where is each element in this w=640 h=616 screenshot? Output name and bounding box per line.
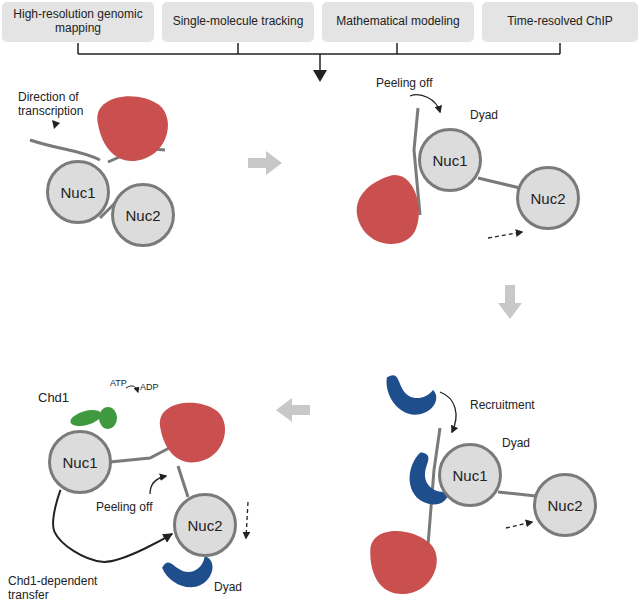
node-text: Nuc2 <box>530 190 565 207</box>
direction-label: Direction of transcription <box>18 90 128 119</box>
nucleosome: Nuc1 <box>46 160 110 224</box>
nucleosome: Nuc1 <box>418 128 482 192</box>
node-text: Nuc1 <box>60 184 95 201</box>
process-label: Peeling off <box>96 500 153 514</box>
dyad-label: Dyad <box>502 436 530 450</box>
nucleosome: Nuc2 <box>111 183 175 247</box>
protein-label: Chd1 <box>38 390 69 406</box>
node-text: High-resolution genomic mapping <box>8 8 148 36</box>
step-arrow <box>276 398 310 422</box>
transfer-arrow <box>53 490 172 562</box>
nucleosome: Nuc2 <box>173 493 237 557</box>
dyad-label: Dyad <box>214 580 242 594</box>
atp-label: ATP <box>110 378 127 389</box>
nucleosome: Nuc2 <box>516 166 580 230</box>
method-box: Single-molecule tracking <box>162 2 314 42</box>
merge-bracket <box>78 43 560 72</box>
node-text: Nuc2 <box>547 497 582 514</box>
panel-3 <box>363 360 536 599</box>
process-label: Peeling off <box>376 76 433 90</box>
step-arrow <box>498 285 522 319</box>
method-box: High-resolution genomic mapping <box>2 2 154 42</box>
node-text: Nuc1 <box>62 454 97 471</box>
method-box: Mathematical modeling <box>322 2 474 42</box>
panel-4 <box>69 386 248 596</box>
node-text: Nuc1 <box>452 467 487 484</box>
node-text: Single-molecule tracking <box>173 15 304 29</box>
dyad-label: Dyad <box>470 108 498 122</box>
adp-label: ADP <box>140 382 159 393</box>
node-text: Nuc2 <box>187 517 222 534</box>
arrow-head <box>313 70 327 82</box>
step-arrow <box>248 151 282 175</box>
nucleosome: Nuc2 <box>533 473 597 537</box>
node-text: Mathematical modeling <box>336 15 459 29</box>
node-text: Time-resolved ChIP <box>507 15 613 29</box>
node-text: Nuc1 <box>432 152 467 169</box>
nucleosome: Nuc1 <box>48 430 112 494</box>
process-label: Chd1-dependent transfer <box>8 574 120 603</box>
method-box: Time-resolved ChIP <box>482 2 638 42</box>
nucleosome: Nuc1 <box>438 443 502 507</box>
node-text: Nuc2 <box>125 207 160 224</box>
process-label: Recruitment <box>470 398 535 412</box>
panel-2 <box>351 95 522 250</box>
